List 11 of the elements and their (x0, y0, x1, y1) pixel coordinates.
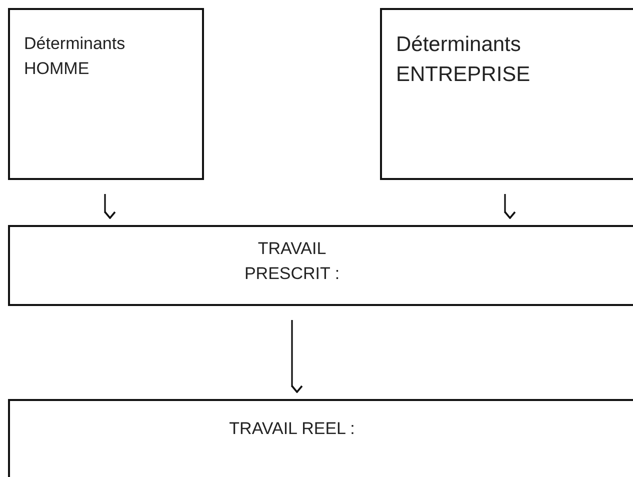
process-box (8, 225, 633, 306)
process-box (8, 8, 204, 180)
arrow (504, 194, 516, 219)
box-label: Déterminants HOMME (24, 33, 126, 80)
arrow (104, 194, 116, 219)
box-label: Déterminants ENTREPRISE (396, 32, 532, 88)
process-box (8, 399, 633, 477)
box-label: TRAVAIL PRESCRIT : (243, 238, 341, 285)
arrow (291, 320, 303, 393)
process-box (380, 8, 633, 180)
box-label: TRAVAIL REEL : (228, 418, 356, 440)
